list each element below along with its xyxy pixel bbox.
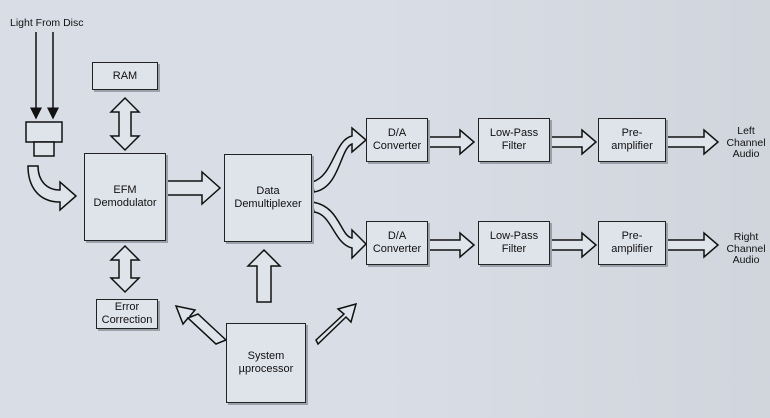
efm-demodulator-block: EFM Demodulator — [84, 153, 166, 241]
da-to-lpf-bottom-arrow — [427, 231, 476, 259]
da-converter-bottom-block: D/A Converter — [366, 221, 428, 265]
background-page — [370, 0, 770, 418]
preamplifier-top-block: Pre- amplifier — [598, 118, 666, 162]
ram-block: RAM — [92, 62, 158, 90]
efm-error-double-arrow — [109, 244, 141, 294]
input-label: Light From Disc — [10, 17, 84, 29]
lpf-to-pre-top-arrow — [549, 128, 598, 156]
low-pass-filter-bottom-block: Low-Pass Filter — [478, 221, 550, 265]
low-pass-filter-top-block: Low-Pass Filter — [478, 118, 550, 162]
da-converter-top-block: D/A Converter — [366, 118, 428, 162]
right-channel-label: Right Channel Audio — [726, 231, 766, 267]
da-to-lpf-top-arrow — [427, 128, 476, 156]
system-microprocessor-block: System µprocessor — [226, 323, 306, 403]
pickup-body — [25, 121, 63, 143]
system-to-da-arrow — [315, 302, 358, 346]
preamplifier-bottom-block: Pre- amplifier — [598, 221, 666, 265]
pre-to-right-out-arrow — [665, 231, 720, 259]
pickup-to-efm-arrow — [27, 165, 78, 212]
demux-to-da-top-arrow — [311, 126, 368, 193]
data-demultiplexer-block: Data Demultiplexer — [224, 154, 312, 242]
left-channel-label: Left Channel Audio — [726, 125, 766, 161]
system-to-demux-arrow — [246, 248, 282, 303]
lpf-to-pre-bottom-arrow — [549, 231, 598, 259]
ram-efm-double-arrow — [109, 96, 141, 152]
pre-to-left-out-arrow — [665, 128, 720, 156]
demux-to-da-bottom-arrow — [311, 201, 368, 260]
pickup-lens — [33, 141, 55, 157]
efm-to-demux-arrow — [165, 170, 222, 206]
error-correction-block: Error Correction — [96, 299, 158, 329]
